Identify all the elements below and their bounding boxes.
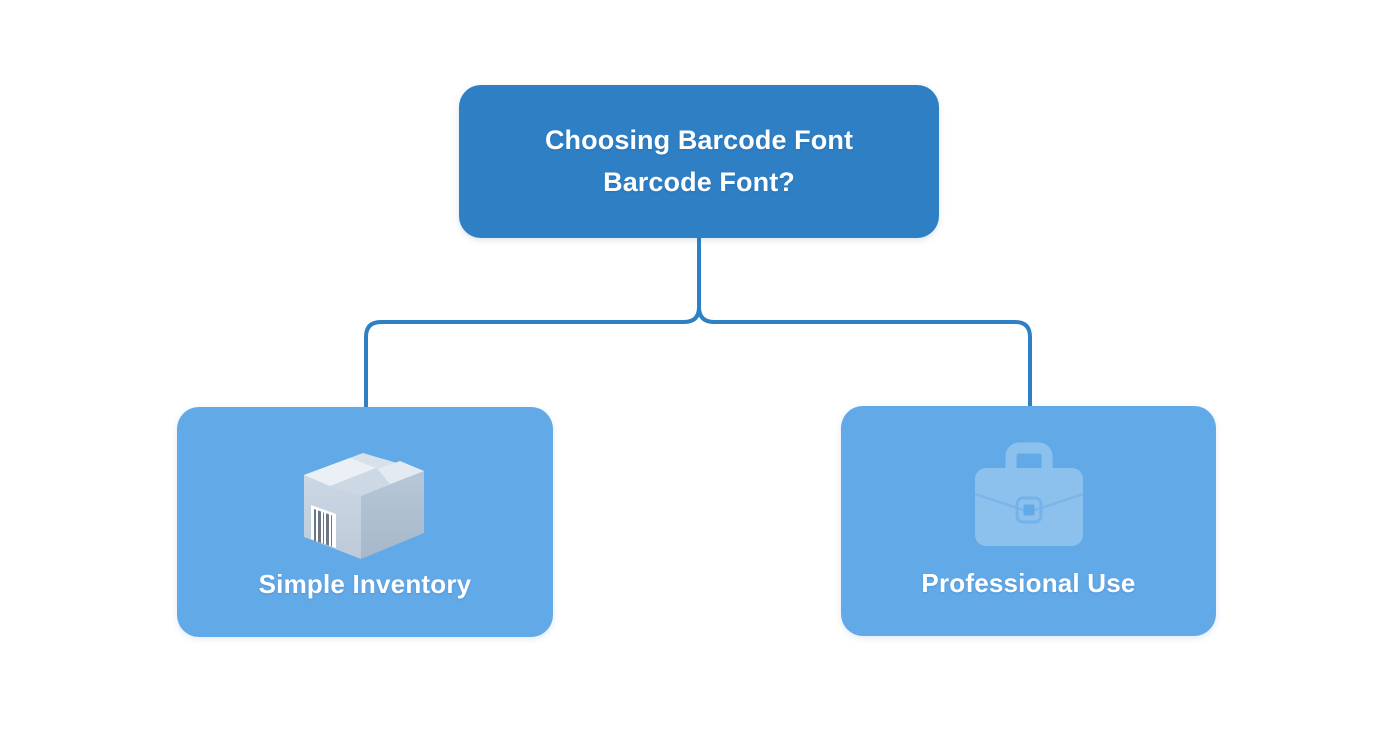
box-flap-seam: [330, 468, 390, 496]
briefcase-clasp-inner: [1023, 504, 1034, 516]
briefcase-clasp-outer: [1015, 496, 1042, 524]
connector-branch-left: [364, 306, 701, 407]
child-node-label: Professional Use: [921, 568, 1136, 598]
root-node[interactable]: Choosing Barcode Font Barcode Font?: [459, 85, 939, 238]
root-node-title-line1: Choosing Barcode Font: [544, 124, 854, 155]
child-node-professional-use[interactable]: Professional Use: [841, 406, 1216, 636]
connector-branch-right: [697, 306, 1032, 406]
briefcase-icon: [974, 442, 1083, 546]
root-node-title-line2: Barcode Font?: [603, 166, 795, 197]
box-side-face: [361, 471, 424, 559]
child-node-simple-inventory[interactable]: Simple Inventory: [177, 407, 553, 637]
briefcase-handle: [1005, 442, 1052, 470]
barcode-bars: [314, 509, 332, 547]
box-flap-right: [378, 461, 424, 484]
child-node-label: Simple Inventory: [258, 569, 472, 599]
box-flap-left: [304, 458, 376, 486]
package-box-barcode-icon: [304, 453, 424, 559]
root-node-title: Choosing Barcode Font Barcode Font?: [527, 120, 871, 204]
